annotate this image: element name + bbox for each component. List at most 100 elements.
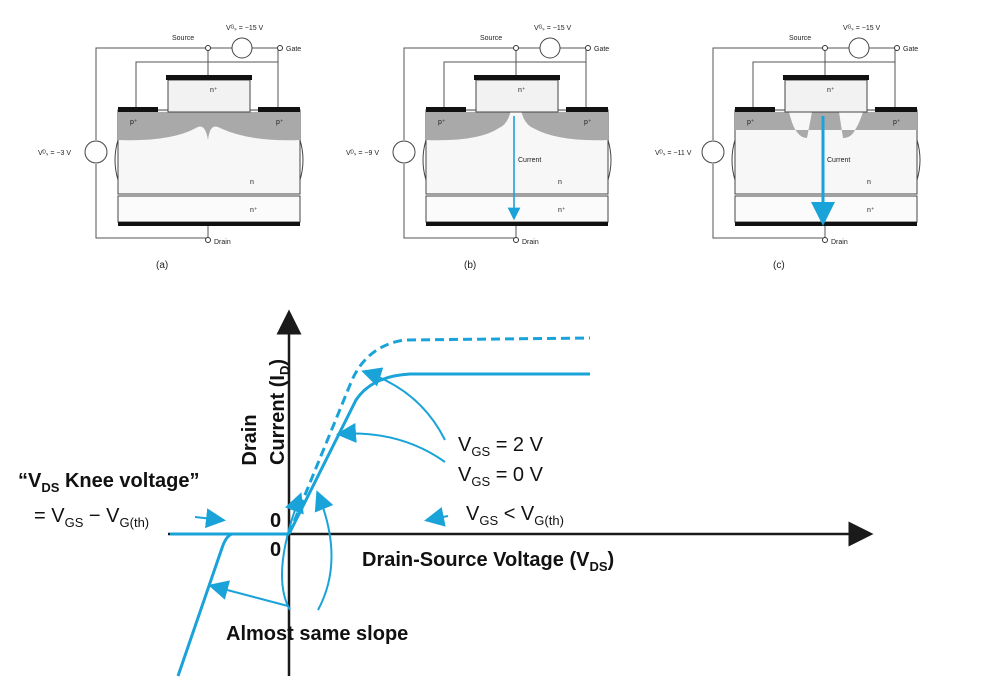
arrow-vgs-0v xyxy=(336,422,446,463)
vgs-source-symbol xyxy=(848,37,870,59)
iv-characteristic-plot: Drain Current (ID) 0 0 Drain-Source Volt… xyxy=(18,309,874,677)
gate-terminal xyxy=(894,45,900,51)
arrow-vgs-2v xyxy=(361,367,446,441)
n-plus-top-label: n⁺ xyxy=(827,87,835,94)
drain-label: Drain xyxy=(831,239,848,246)
gate-wire xyxy=(135,47,279,107)
gate-metal-left xyxy=(735,107,775,112)
drain-metal xyxy=(426,222,608,226)
knee-voltage-label: “VDS Knee voltage” xyxy=(18,470,199,495)
source-label: Source xyxy=(172,35,194,42)
label-vgs-0v: VGS = 0 V xyxy=(458,464,544,489)
source-metal xyxy=(783,75,869,80)
arrow-slope-2 xyxy=(314,490,334,611)
vgs-label: Vᴳₛ = −15 V xyxy=(226,25,264,32)
n-plus-substrate xyxy=(425,195,609,223)
p-plus-right-label: p⁺ xyxy=(893,119,901,126)
source-label: Source xyxy=(789,35,811,42)
y-axis-title: Drain xyxy=(239,414,261,465)
curve-vgs-2v xyxy=(287,336,591,535)
n-plus-source-plug xyxy=(784,79,868,113)
depletion-region xyxy=(426,110,608,141)
p-plus-left-label: p⁺ xyxy=(438,119,446,126)
depletion-region xyxy=(735,112,917,138)
drain-terminal xyxy=(513,237,519,243)
vds-label: Vᴰₛ = −9 V xyxy=(346,150,379,157)
knee-voltage-formula: = VGS − VG(th) xyxy=(34,505,149,530)
gate-metal-left xyxy=(426,107,466,112)
vds-label: Vᴰₛ = −3 V xyxy=(38,150,71,157)
p-plus-right-label: p⁺ xyxy=(276,119,284,126)
p-plus-left-label: p⁺ xyxy=(747,119,755,126)
vds-source-symbol xyxy=(392,140,416,164)
n-plus-bottom-label: n⁺ xyxy=(867,207,875,214)
n-plus-source-plug xyxy=(167,79,251,113)
n-plus-top-label: n⁺ xyxy=(518,87,526,94)
label-vgs-2v: VGS = 2 V xyxy=(458,434,544,459)
panel-caption: (a) xyxy=(156,260,168,271)
source-terminal xyxy=(205,45,211,51)
n-plus-bottom-label: n⁺ xyxy=(558,207,566,214)
vds-label: Vᴰₛ = −11 V xyxy=(655,150,692,157)
source-terminal xyxy=(513,45,519,51)
arrow-knee xyxy=(194,508,226,529)
gate-metal-right xyxy=(566,107,608,112)
vgs-source-symbol xyxy=(231,37,253,59)
drain-terminal xyxy=(205,237,211,243)
drain-label: Drain xyxy=(214,239,231,246)
current-label: Current xyxy=(827,157,850,164)
source-metal xyxy=(474,75,560,80)
n-plus-source-plug xyxy=(475,79,559,113)
n-plus-bottom-label: n⁺ xyxy=(250,207,258,214)
arrow-slope-1 xyxy=(281,492,304,611)
break-marks xyxy=(114,139,304,181)
depletion-region xyxy=(118,112,300,141)
vgs-label: Vᴳₛ = −15 V xyxy=(534,25,572,32)
n-plus-substrate xyxy=(734,195,918,223)
vgs-label: Vᴳₛ = −15 V xyxy=(843,25,881,32)
almost-same-slope-label: Almost same slope xyxy=(226,623,408,645)
vgs-source-symbol xyxy=(539,37,561,59)
break-marks xyxy=(731,139,921,181)
panel-caption: (c) xyxy=(773,260,785,271)
label-vgs-below-threshold: VGS < VG(th) xyxy=(466,503,564,528)
arrow-off xyxy=(424,507,449,527)
x-axis-title: Drain-Source Voltage (VDS) xyxy=(362,549,614,574)
origin-label-x: 0 xyxy=(270,539,281,561)
gate-wire xyxy=(752,47,896,107)
n-label: n xyxy=(867,179,871,186)
source-terminal xyxy=(822,45,828,51)
n-plus-substrate xyxy=(117,195,301,223)
panel-caption: (b) xyxy=(464,260,476,271)
break-marks xyxy=(422,139,612,181)
gate-label: Gate xyxy=(903,46,918,53)
origin-label-y: 0 xyxy=(270,510,281,532)
gate-label: Gate xyxy=(594,46,609,53)
drain-metal xyxy=(735,222,917,226)
n-label: n xyxy=(250,179,254,186)
arrow-slope-3 xyxy=(208,580,289,607)
p-plus-right-label: p⁺ xyxy=(584,119,592,126)
current-label: Current xyxy=(518,157,541,164)
gate-metal-left xyxy=(118,107,158,112)
vds-source-symbol xyxy=(701,140,725,164)
p-plus-left-label: p⁺ xyxy=(130,119,138,126)
curve-vgs-0v xyxy=(287,372,590,535)
gate-terminal xyxy=(277,45,283,51)
source-metal xyxy=(166,75,252,80)
drain-metal xyxy=(118,222,300,226)
y-axis-title-line2: Current (ID) xyxy=(267,359,292,465)
n-plus-top-label: n⁺ xyxy=(210,87,218,94)
drain-label: Drain xyxy=(522,239,539,246)
drain-terminal xyxy=(822,237,828,243)
gate-metal-right xyxy=(258,107,300,112)
gate-metal-right xyxy=(875,107,917,112)
gate-label: Gate xyxy=(286,46,301,53)
gate-wire xyxy=(443,47,587,107)
gate-terminal xyxy=(585,45,591,51)
n-label: n xyxy=(558,179,562,186)
